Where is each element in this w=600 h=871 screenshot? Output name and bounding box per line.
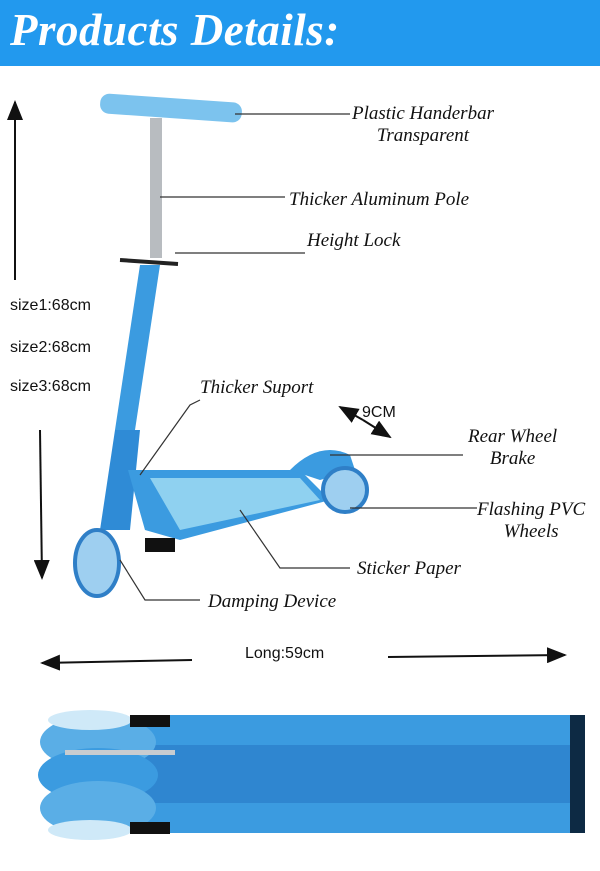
callout-damping: Damping Device [208,591,337,612]
callout-text: Rear Wheel [468,426,558,447]
callout-pole: Thicker Aluminum Pole [289,189,470,210]
callout-handlebar: Plastic Handerbar Transparent [352,103,494,147]
callout-text: Plastic Handerbar [352,103,494,124]
callout-text: Flashing PVC [477,499,586,520]
callout-support: Thicker Suport [200,377,314,398]
folded-scooter [38,710,585,840]
callout-height-lock: Height Lock [307,230,401,251]
page-title: Products Details: [10,5,340,55]
header-banner: Products Details: [0,0,600,66]
callout-text: Brake [489,448,536,469]
callout-brake: Rear Wheel Brake [468,426,557,470]
length-arrow-left [40,654,193,671]
width-label: 9CM [362,404,396,421]
callout-wheels: Flashing PVC Wheels [477,499,585,543]
size-label-1: size1:68cm [10,297,91,314]
size-label-2: size2:68cm [10,339,91,356]
callout-text: Wheels [503,521,559,542]
length-label: Long:59cm [245,645,325,662]
height-arrow-down [33,429,50,580]
scooter [73,93,369,598]
size-label-3: size3:68cm [10,378,91,395]
length-arrow-right [387,647,567,664]
callout-text: Transparent [376,125,470,146]
callout-sticker: Sticker Paper [357,558,461,579]
